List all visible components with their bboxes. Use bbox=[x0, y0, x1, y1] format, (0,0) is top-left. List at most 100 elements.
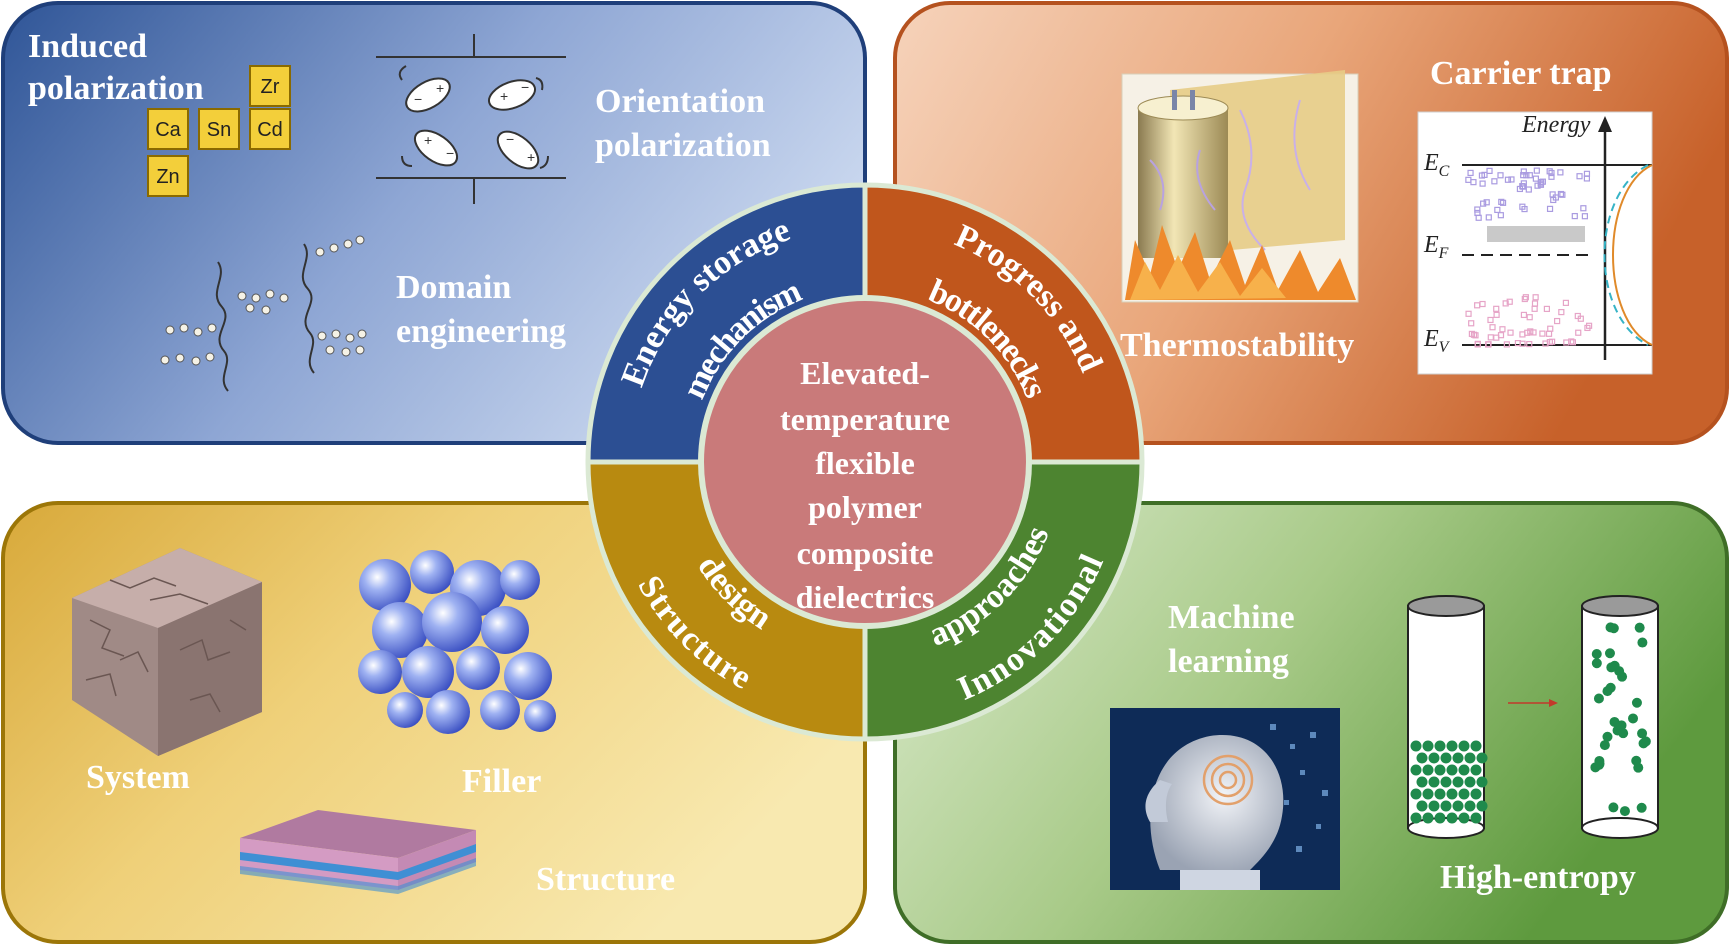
filler-spheres bbox=[358, 550, 556, 734]
trap-marker bbox=[1526, 314, 1533, 321]
energy-band-diagram bbox=[1417, 111, 1653, 375]
particle bbox=[1434, 788, 1446, 800]
particle bbox=[1637, 637, 1648, 648]
svg-text:Sn: Sn bbox=[207, 119, 231, 141]
band-labels: EC EF EV bbox=[1423, 150, 1451, 356]
trap-marker bbox=[1537, 181, 1545, 188]
trap-marker bbox=[1497, 212, 1504, 219]
center-title-line3: flexible bbox=[815, 445, 915, 481]
trap-marker bbox=[1525, 186, 1532, 193]
particle bbox=[1440, 776, 1452, 788]
trap-marker bbox=[1545, 330, 1553, 337]
trap-marker bbox=[1519, 340, 1526, 347]
particle bbox=[1440, 752, 1452, 764]
particle bbox=[1422, 764, 1434, 776]
svg-text:EV: EV bbox=[1423, 326, 1451, 356]
particle bbox=[1416, 800, 1428, 812]
particle bbox=[1640, 736, 1651, 747]
particle bbox=[1464, 800, 1476, 812]
trap-marker bbox=[1506, 298, 1513, 305]
domain-label-line2: engineering bbox=[396, 313, 566, 350]
trap-marker bbox=[1532, 294, 1539, 301]
trap-marker bbox=[1479, 300, 1486, 308]
particle bbox=[1458, 764, 1470, 776]
particle bbox=[1434, 812, 1446, 824]
domain-label-line1: Domain bbox=[396, 269, 511, 306]
conduction-traps bbox=[1465, 167, 1591, 221]
system-foam-cube bbox=[72, 548, 262, 756]
trap-marker bbox=[1522, 294, 1529, 301]
center-title-line4: polymer bbox=[808, 489, 922, 525]
ev-sub: V bbox=[1439, 339, 1451, 356]
orientation-label-line2: polarization bbox=[595, 127, 771, 164]
svg-text:Ca: Ca bbox=[155, 119, 181, 141]
trap-marker bbox=[1519, 331, 1526, 338]
particle bbox=[1410, 788, 1422, 800]
trap-marker bbox=[1493, 311, 1500, 318]
center-title-line6: dielectrics bbox=[796, 579, 935, 615]
trap-marker bbox=[1468, 320, 1475, 327]
trap-marker bbox=[1508, 176, 1515, 183]
trap-marker bbox=[1521, 295, 1528, 303]
particle bbox=[1428, 800, 1440, 812]
particle bbox=[1422, 812, 1434, 824]
trap-marker bbox=[1499, 326, 1506, 333]
center-circle bbox=[698, 295, 1032, 629]
svg-text:+: + bbox=[500, 88, 508, 104]
trap-marker bbox=[1584, 324, 1591, 332]
trap-marker bbox=[1474, 206, 1481, 213]
trap-marker bbox=[1484, 341, 1492, 348]
induced-label-line1: Induced bbox=[28, 28, 147, 65]
structure-label: Structure bbox=[536, 861, 675, 898]
ef-sub: F bbox=[1438, 245, 1449, 262]
svg-text:+: + bbox=[424, 132, 432, 148]
trap-marker bbox=[1504, 176, 1512, 183]
orientation-label-line1: Orientation bbox=[595, 83, 765, 120]
trap-marker bbox=[1494, 206, 1501, 214]
trap-marker bbox=[1574, 312, 1581, 320]
particle bbox=[1619, 806, 1630, 817]
trap-marker bbox=[1557, 169, 1564, 176]
trap-marker bbox=[1569, 339, 1577, 346]
trap-marker bbox=[1520, 172, 1527, 179]
particle bbox=[1458, 740, 1470, 752]
trap-marker bbox=[1507, 329, 1514, 336]
energy-axis-label: Energy bbox=[1521, 112, 1591, 138]
trap-marker bbox=[1554, 317, 1561, 325]
trap-marker bbox=[1580, 205, 1587, 212]
trap-marker bbox=[1474, 340, 1481, 347]
trap-marker bbox=[1527, 328, 1534, 335]
trap-marker bbox=[1546, 205, 1554, 212]
trap-marker bbox=[1526, 340, 1533, 348]
trap-marker bbox=[1483, 199, 1490, 206]
particle bbox=[1604, 648, 1615, 659]
svg-text:+: + bbox=[436, 80, 444, 96]
particle bbox=[1452, 800, 1464, 812]
svg-text:−: − bbox=[446, 145, 454, 161]
particle bbox=[1605, 682, 1616, 693]
particle bbox=[1594, 755, 1605, 766]
trap-marker bbox=[1532, 175, 1539, 182]
particle bbox=[1428, 776, 1440, 788]
trap-marker bbox=[1520, 168, 1527, 175]
layered-structure bbox=[240, 810, 476, 894]
svg-text:EC: EC bbox=[1423, 150, 1450, 180]
trap-marker bbox=[1486, 167, 1493, 174]
domain-chains bbox=[160, 235, 367, 392]
particle bbox=[1608, 802, 1619, 813]
particle bbox=[1631, 697, 1642, 708]
particle bbox=[1618, 728, 1629, 739]
trap-marker bbox=[1559, 191, 1566, 198]
particle bbox=[1470, 764, 1482, 776]
high-entropy-tube-after bbox=[1581, 595, 1659, 839]
valence-traps bbox=[1465, 294, 1593, 348]
trap-marker bbox=[1479, 180, 1486, 187]
particle bbox=[1446, 812, 1458, 824]
particle bbox=[1628, 713, 1639, 724]
element-tile-sn: Sn bbox=[198, 108, 240, 150]
system-label: System bbox=[86, 759, 190, 796]
particle bbox=[1636, 802, 1647, 813]
particle bbox=[1599, 740, 1610, 751]
svg-text:−: − bbox=[506, 131, 514, 147]
